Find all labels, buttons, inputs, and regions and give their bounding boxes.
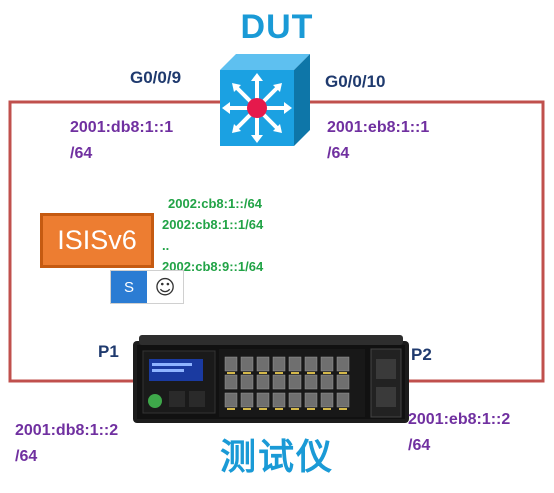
traffic-tester-icon[interactable] (133, 335, 409, 427)
route-2: 2002:cb8:1::1/64 (162, 217, 264, 232)
tester-left-ip-prefix: /64 (15, 448, 38, 465)
dut-right-ip: 2001:eb8:1::1 /64 (327, 115, 429, 167)
isis-box[interactable]: ISISv6 (40, 213, 154, 268)
route-3: 2002:cb8:9::1/64 (162, 259, 264, 274)
smiley-icon[interactable]: ☺ (154, 275, 176, 299)
tester-right-ip-prefix: /64 (408, 437, 431, 454)
dut-right-port: G0/0/10 (325, 72, 386, 91)
dut-left-port: G0/0/9 (130, 68, 182, 87)
switch-icon[interactable] (218, 52, 312, 148)
tester-right-ip-address: 2001:eb8:1::2 (408, 411, 511, 428)
isis-routes: 2002:cb8:1::/64 2002:cb8:1::1/64 .. 2002… (162, 193, 263, 277)
tester-left-ip-address: 2001:db8:1::2 (15, 422, 119, 439)
dut-left-ip: 2001:db8:1::1 /64 (70, 115, 173, 167)
dut-title: DUT (240, 8, 314, 46)
tester-right-port: P2 (411, 345, 432, 364)
route-ellipsis: .. (162, 238, 170, 253)
dut-left-ip-address: 2001:db8:1::1 (70, 119, 174, 136)
dut-right-ip-prefix: /64 (327, 145, 350, 162)
link-right (310, 100, 545, 383)
link-left (8, 100, 222, 383)
mini-toolbar: S ☺ (110, 270, 184, 304)
route-1: 2002:cb8:1::/64 (168, 196, 262, 211)
dut-left-ip-prefix: /64 (70, 145, 93, 162)
s-button[interactable]: S (111, 271, 147, 303)
tester-right-ip: 2001:eb8:1::2 /64 (408, 407, 510, 459)
dut-right-ip-address: 2001:eb8:1::1 (327, 119, 430, 136)
tester-title: 测试仪 (219, 437, 334, 478)
tester-left-ip: 2001:db8:1::2 /64 (15, 418, 118, 470)
tester-left-port: P1 (98, 342, 119, 361)
